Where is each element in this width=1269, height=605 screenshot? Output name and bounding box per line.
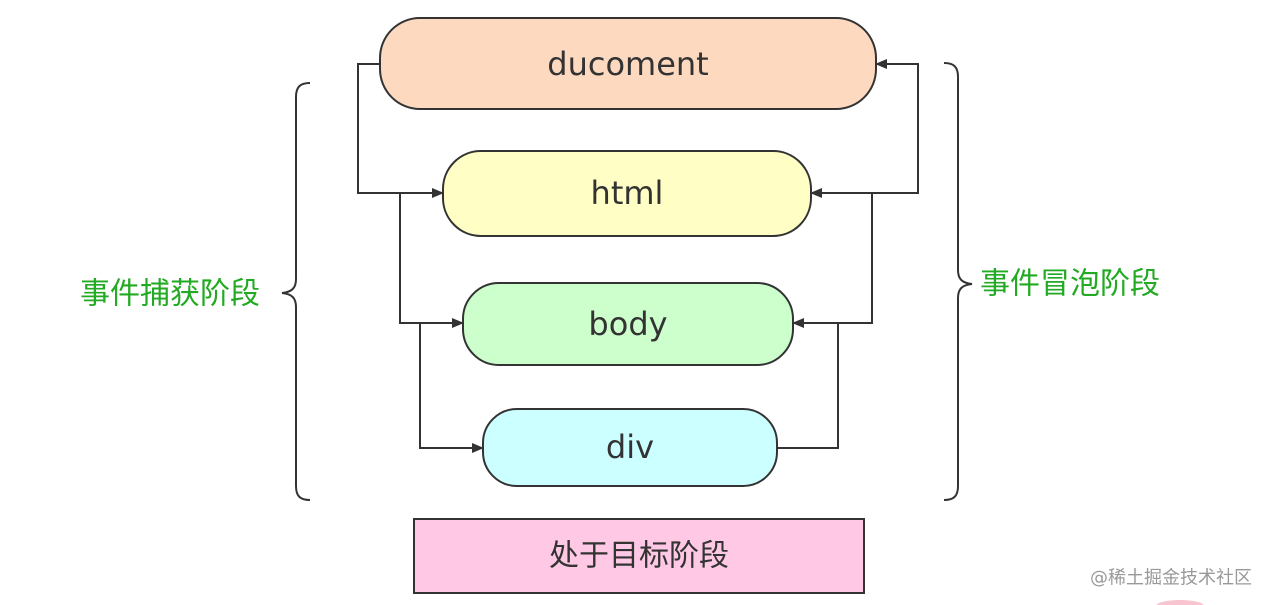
node-body-box (462, 282, 794, 366)
node-document-box (379, 17, 877, 110)
node-body: body (462, 282, 794, 366)
capture-phase-label: 事件捕获阶段 (80, 277, 260, 312)
node-document: ducoment (379, 17, 877, 110)
bubble-phase-label: 事件冒泡阶段 (980, 267, 1160, 302)
node-html: html (442, 150, 812, 237)
node-div-label: div (606, 428, 654, 466)
node-body-label: body (588, 305, 667, 343)
target-phase-box (413, 518, 865, 594)
target-phase: 处于目标阶段 (413, 518, 865, 594)
watermark-text: @稀土掘金技术社区 (1090, 568, 1252, 589)
capture-brace (281, 82, 311, 501)
target-phase-label: 处于目标阶段 (549, 539, 729, 574)
bubble-connectors (777, 59, 919, 449)
node-html-box (442, 150, 812, 237)
node-document-label: ducoment (547, 45, 708, 83)
watermark-decoration (1156, 600, 1204, 605)
capture-connectors (357, 63, 484, 453)
node-div-box (482, 408, 778, 487)
bubble-brace (943, 62, 973, 501)
node-div: div (482, 408, 778, 487)
node-html-label: html (591, 174, 664, 212)
bubble-arrow-html-to-document (811, 59, 919, 194)
capture-arrow-body-to-div (419, 322, 484, 453)
